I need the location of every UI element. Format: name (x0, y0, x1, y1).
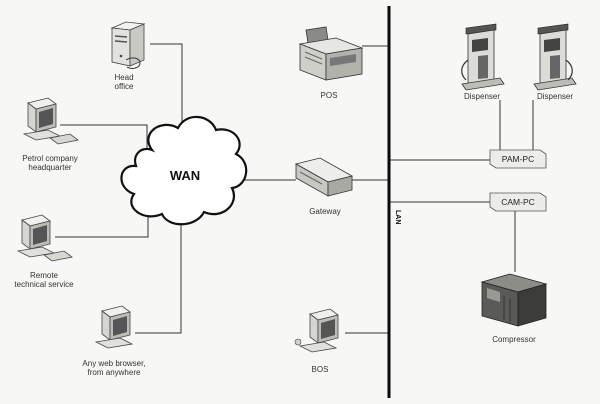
wan-label: WAN (170, 168, 200, 183)
fuel-dispenser-icon (533, 23, 577, 91)
link-petrol-hq-wan (60, 124, 148, 150)
cloud-icon (120, 115, 248, 226)
cash-register-icon (298, 26, 364, 81)
gateway-node: Gateway (294, 157, 354, 216)
dispenser-1-label: Dispenser (464, 92, 500, 101)
remote-service-label-line-2: technical service (14, 280, 74, 289)
dispenser-2-label: Dispenser (537, 92, 573, 101)
pam-pc-box (489, 149, 547, 169)
desktop-computer-icon (94, 305, 134, 349)
web-browser-label-line-2: from anywhere (88, 368, 141, 377)
connection-lines (55, 43, 534, 334)
petrol-hq-label-line-1: Petrol company (22, 154, 78, 163)
compressor-node: Compressor (480, 273, 548, 344)
petrol-hq-node: Petrol company headquarter (22, 97, 79, 172)
lan-label: LAN (394, 210, 401, 224)
head-office-node: Head office (110, 21, 146, 91)
link-head-office-wan (150, 43, 183, 134)
link-web-browser-wan (135, 224, 182, 334)
link-remote-service-wan (55, 215, 149, 238)
pam-pc-node: PAM-PC (489, 149, 547, 169)
desktop-computer-icon (16, 214, 73, 262)
fuel-dispenser-icon (461, 23, 505, 91)
wan-cloud: WAN (120, 115, 248, 226)
web-browser-node: Any web browser, from anywhere (82, 305, 146, 377)
pam-pc-label: PAM-PC (502, 154, 534, 164)
head-office-label-line-1: Head (114, 73, 133, 82)
tower-pc-icon (110, 21, 146, 69)
desktop-computer-icon (294, 308, 339, 353)
bos-label: BOS (312, 365, 329, 374)
pos-node: POS (298, 26, 364, 100)
lan-bus: LAN (387, 6, 401, 398)
dispenser-1-node: Dispenser (461, 23, 505, 101)
web-browser-label-line-1: Any web browser, (82, 359, 145, 368)
desktop-computer-icon (22, 97, 79, 145)
compressor-label: Compressor (492, 335, 536, 344)
cam-pc-label: CAM-PC (501, 197, 535, 207)
gateway-device-icon (294, 157, 354, 197)
head-office-label-line-2: office (115, 82, 135, 91)
petrol-hq-label-line-2: headquarter (28, 163, 71, 172)
pos-label: POS (321, 91, 338, 100)
cam-pc-node: CAM-PC (489, 192, 547, 212)
compressor-icon (480, 273, 548, 327)
remote-service-label-line-1: Remote (30, 271, 59, 280)
bos-node: BOS (294, 308, 339, 374)
gateway-label: Gateway (309, 207, 341, 216)
dispenser-2-node: Dispenser (533, 23, 577, 101)
remote-service-node: Remote technical service (14, 214, 74, 289)
cam-pc-box (489, 192, 547, 212)
